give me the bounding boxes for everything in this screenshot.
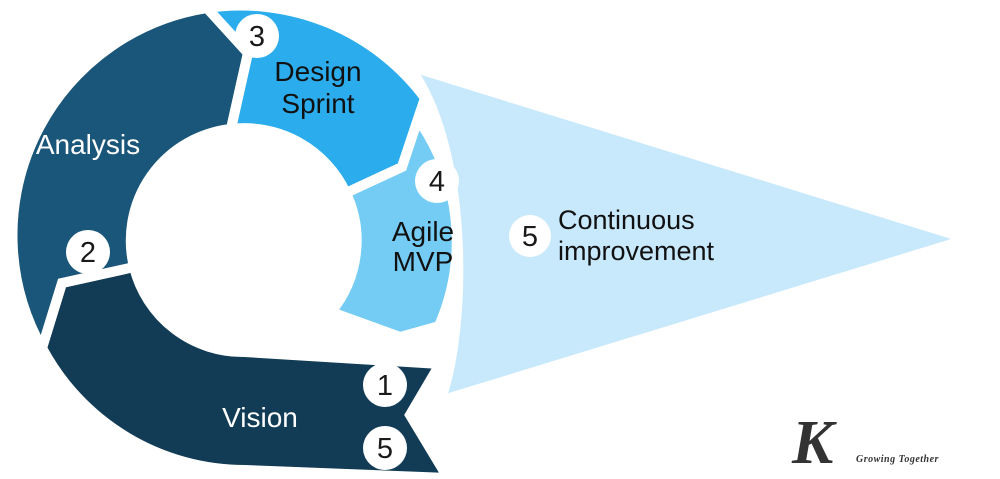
step-badge-1-number: 1 <box>377 370 393 402</box>
step-badge-2-number: 2 <box>80 237 96 269</box>
label-agile-mvp-line1: Agile <box>392 216 454 247</box>
step-badge-5-arrow-number: 5 <box>522 221 538 253</box>
step-badge-5-exit-number: 5 <box>377 433 393 465</box>
step-badge-5-arrow-circle <box>509 215 551 257</box>
step-badge-3-number: 3 <box>249 21 265 53</box>
logo-box <box>785 412 937 469</box>
step-badge-2: 2 <box>66 230 110 274</box>
step-badge-3: 3 <box>235 14 279 58</box>
label-design-sprint-line2: Sprint <box>281 88 354 119</box>
label-agile-mvp-line2: MVP <box>393 246 454 277</box>
step-badge-5-exit-circle <box>363 426 407 470</box>
label-continuous-improvement-line2: improvement <box>558 236 715 266</box>
step-badge-4-number: 4 <box>429 166 445 198</box>
logo-monogram: K <box>791 409 837 477</box>
step-badge-1-circle <box>363 363 407 407</box>
step-badge-5-arrow: 5 <box>509 215 551 257</box>
logo-tagline: Growing Together <box>856 454 939 465</box>
step-badge-4-circle <box>415 159 459 203</box>
label-vision: Vision <box>222 402 298 433</box>
step-badge-3-circle <box>235 14 279 58</box>
label-continuous-improvement-line1: Continuous <box>558 205 695 235</box>
step-badge-2-circle <box>66 230 110 274</box>
label-analysis: Analysis <box>36 129 140 160</box>
logo: K Growing Together <box>785 409 939 477</box>
label-design-sprint-line1: Design <box>274 56 361 87</box>
step-badge-4: 4 <box>415 159 459 203</box>
segment-vision <box>36 261 455 479</box>
step-badge-5-exit: 5 <box>363 426 407 470</box>
step-badge-1: 1 <box>363 363 407 407</box>
